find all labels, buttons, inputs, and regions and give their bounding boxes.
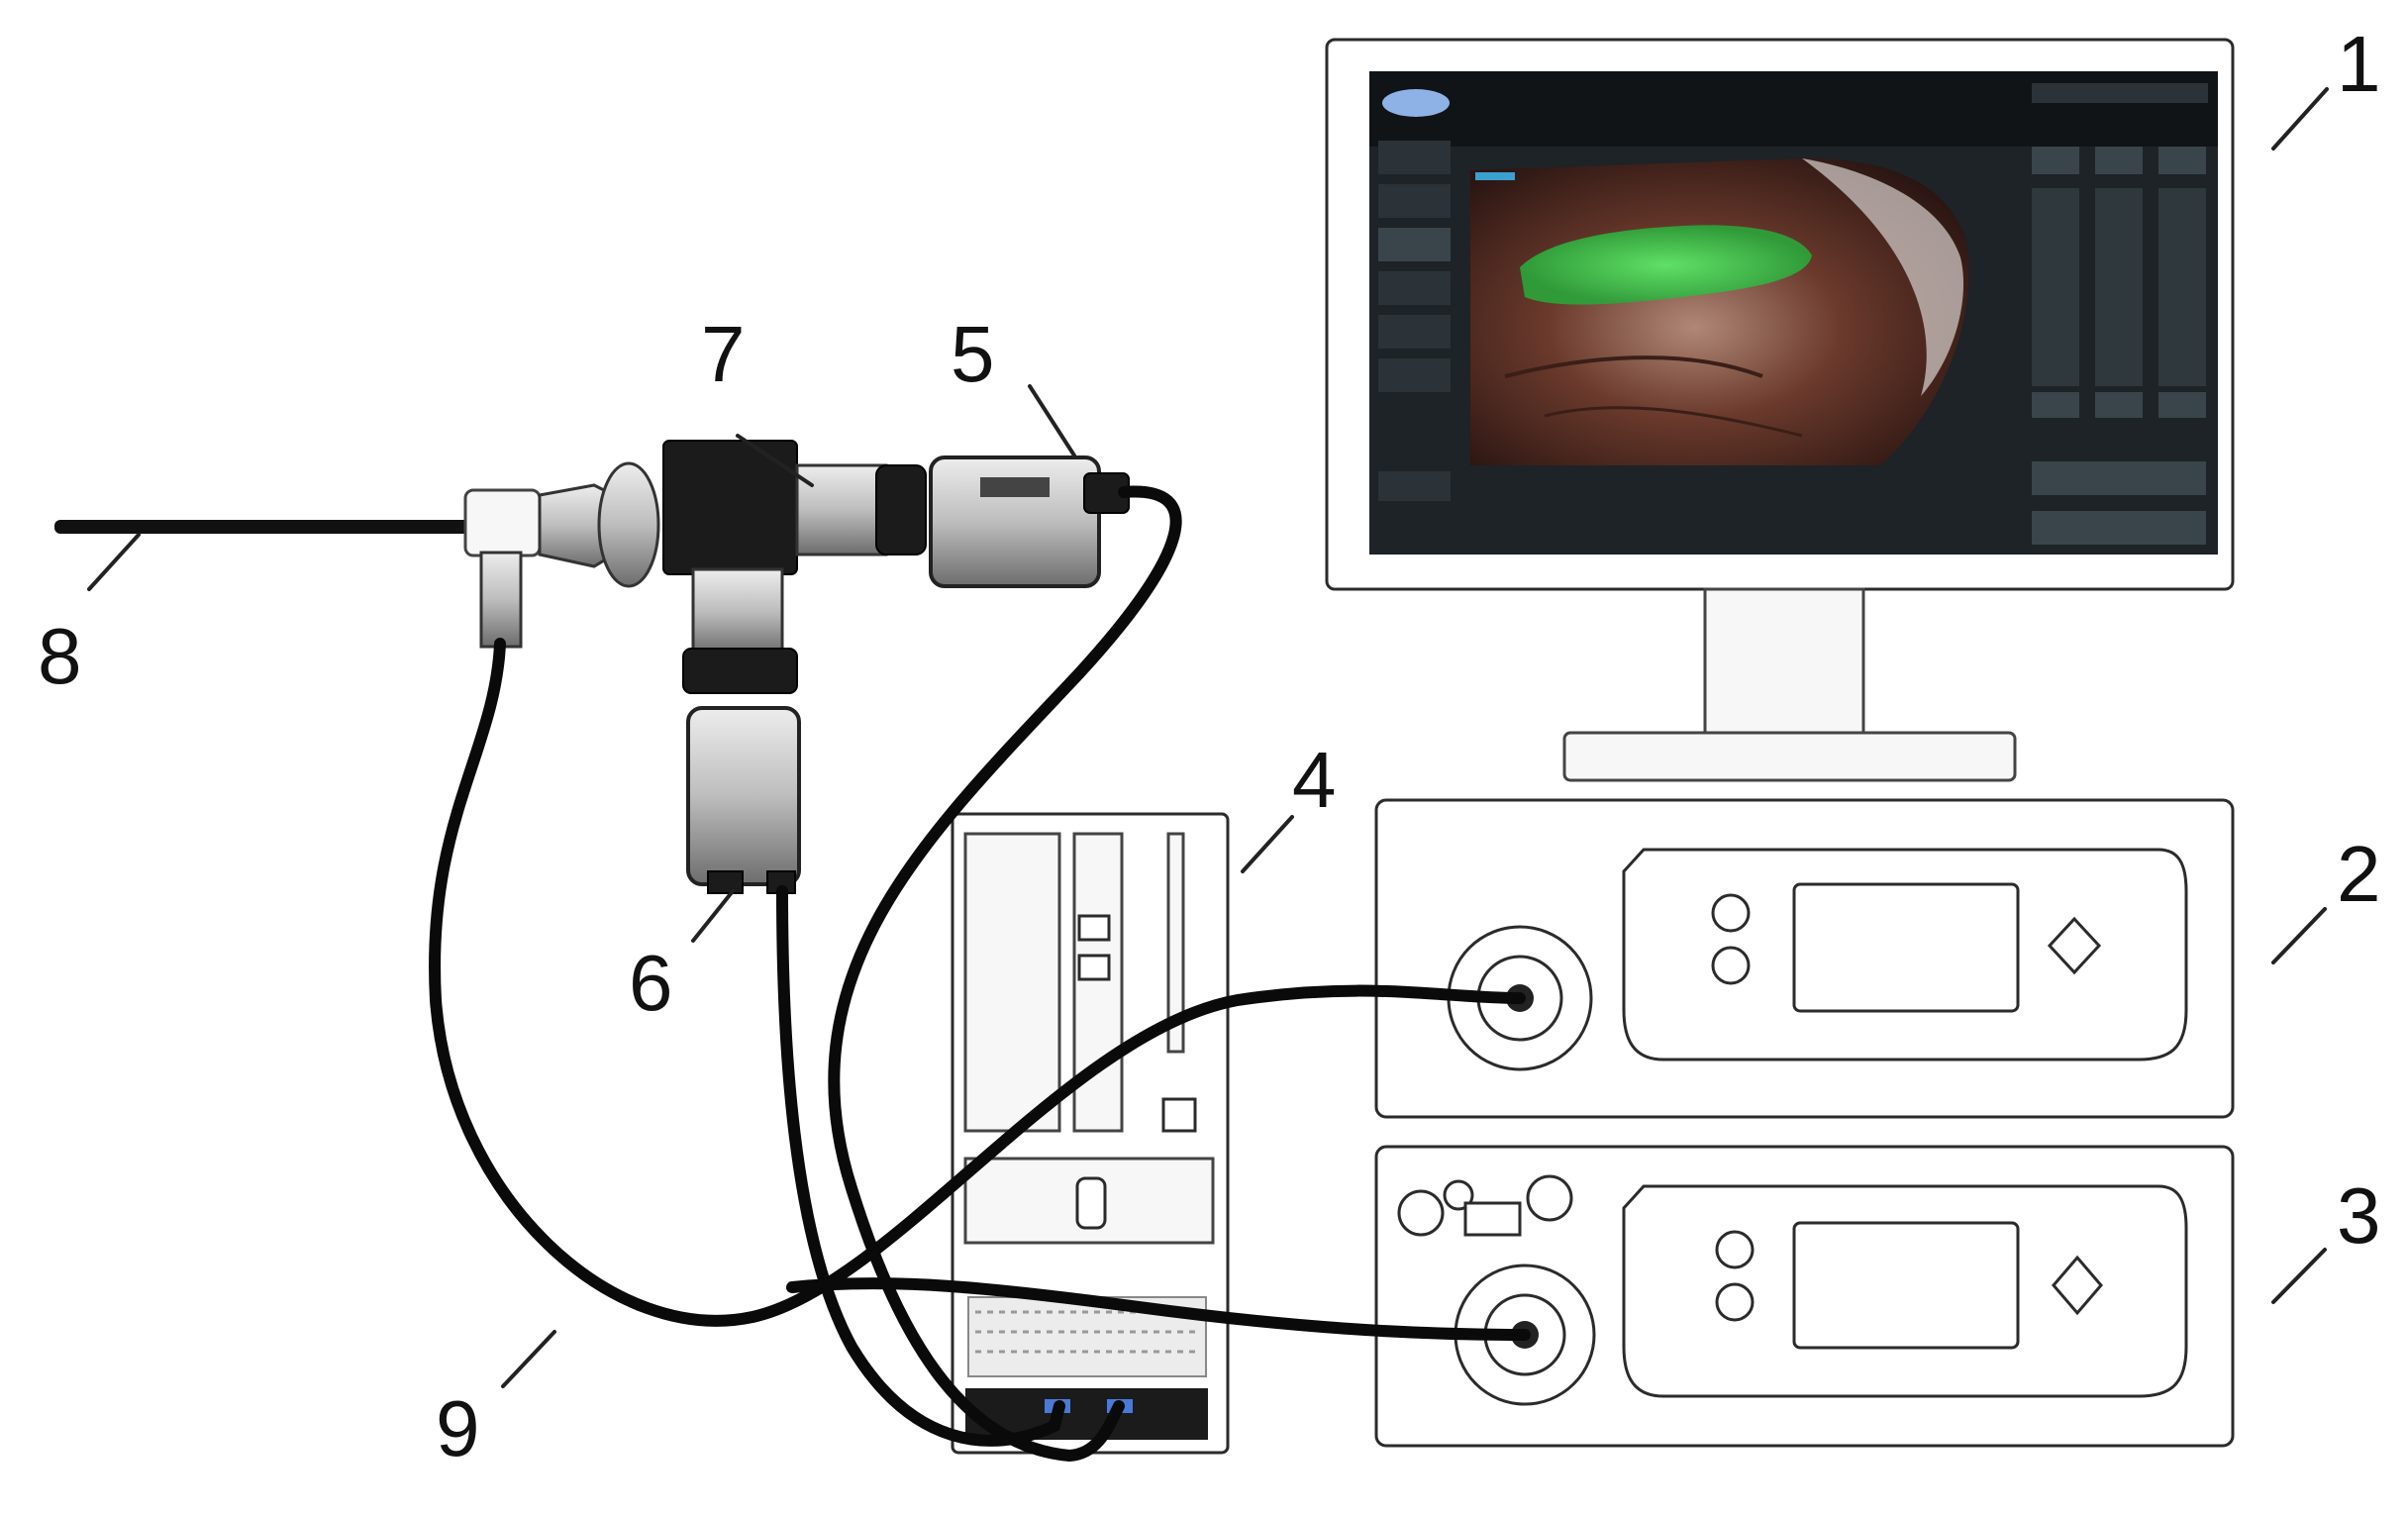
monitor-stand-neck xyxy=(1703,587,1865,735)
screen-control-panel xyxy=(2032,83,2208,545)
computer-tower xyxy=(951,812,1230,1455)
callout-numbers: 1 2 3 4 5 6 7 8 9 xyxy=(38,20,2381,1472)
button-lower-1 xyxy=(1715,1230,1755,1269)
callout-leaders xyxy=(87,87,2329,1388)
monitor xyxy=(1325,38,2235,782)
beam-splitter xyxy=(662,440,927,694)
fluorescence-overlay xyxy=(1520,225,1812,305)
control-unit-upper xyxy=(1374,798,2235,1119)
endoscope xyxy=(54,461,660,649)
arrow-keys-upper xyxy=(2047,916,2102,975)
monitor-stand-base xyxy=(1562,731,2017,782)
label-beam-splitter: 7 xyxy=(701,310,746,398)
arrow-keys-lower xyxy=(2052,1255,2103,1316)
cables xyxy=(429,485,1531,1463)
display-upper xyxy=(1792,882,2020,1013)
key-icon xyxy=(1397,1174,1573,1237)
screen-sidebar xyxy=(1378,141,1451,501)
app-logo-icon xyxy=(1382,89,1450,117)
display-lower xyxy=(1792,1221,2020,1350)
label-cables: 9 xyxy=(436,1384,480,1472)
label-monitor: 1 xyxy=(2337,20,2381,108)
button-upper-1 xyxy=(1711,893,1751,933)
control-unit-lower xyxy=(1374,1145,2235,1448)
label-unit-lower: 3 xyxy=(2337,1171,2381,1260)
endoscopic-image xyxy=(1470,158,1969,465)
label-endoscope: 8 xyxy=(38,612,82,700)
label-camera-head-6: 6 xyxy=(629,939,673,1027)
camera-head-6 xyxy=(686,706,801,894)
label-unit-upper: 2 xyxy=(2337,830,2381,918)
button-lower-2 xyxy=(1715,1282,1755,1322)
label-camera-head-5: 5 xyxy=(951,310,995,398)
camera-head-5 xyxy=(929,455,1130,588)
label-computer-tower: 4 xyxy=(1292,736,1337,824)
button-upper-2 xyxy=(1711,946,1751,985)
